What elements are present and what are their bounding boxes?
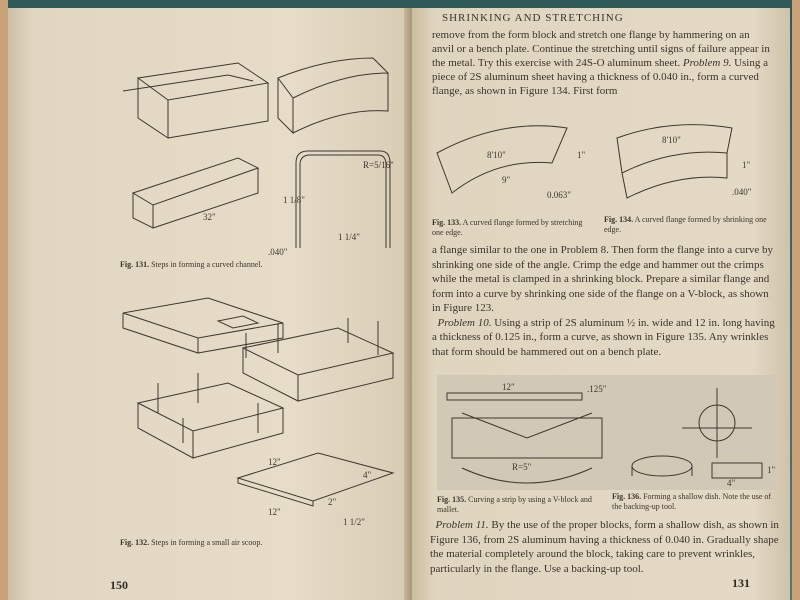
fig132-dim: 12" [268,457,281,467]
fig133-dim: 8'10" [487,150,506,160]
page-number-left: 150 [110,578,128,592]
fig134-caption: Fig. 134. A curved flange formed by shri… [604,215,767,234]
fig131-drawing: 32" 1 1/8" R=5/16" .040" 1 1/4" [122,57,394,257]
fig132-caption: Fig. 132. Steps in forming a small air s… [120,538,263,547]
fig132-dim: 1 1/2" [343,517,365,527]
fig131-dim: R=5/16" [363,160,394,170]
fig134-dim: .040" [732,187,752,197]
fig133-dim: 9" [502,175,511,185]
fig135-dim: R=5" [512,462,532,472]
right-page-edges [792,0,800,600]
fig131-dim: 1 1/4" [338,232,360,242]
fig135-caption: Fig. 135. Curving a strip by using a V-b… [437,495,592,514]
fig135-dim: .125" [587,384,607,394]
fig133-134-drawings: 8'10" 9" 1" 0.063" 8'10" 1" .040" [436,124,752,200]
fig132-dim: 2" [328,497,337,507]
fig136-dim: 1" [767,465,776,475]
fig134-dim: 1" [742,160,751,170]
fig131-caption: Fig. 131. Steps in forming a curved chan… [120,260,263,269]
fig135-136-drawings: 12" .125" R=5" 4" 1" [446,382,776,488]
left-page: 32" 1 1/8" R=5/16" .040" 1 1/4" Fig. 131… [8,8,412,600]
fig132-drawing: 12" 12" 4" 2" 1 1/2" [122,297,395,527]
fig133-dim: 1" [577,150,586,160]
fig136-caption: Fig. 136. Forming a shallow dish. Note t… [612,492,772,511]
fig133-caption: Fig. 133. A curved flange formed by stre… [432,218,583,237]
fig132-dim: 4" [363,470,372,480]
paragraph-2: a flange similar to the one in Problem 8… [432,244,775,358]
left-page-edges [0,0,8,600]
fig134-dim: 8'10" [662,135,681,145]
fig131-dim: .040" [268,247,288,257]
page-number-right: 131 [732,576,750,590]
paragraph-3: Problem 11. By the use of the proper blo… [430,519,779,575]
fig133-dim: 0.063" [547,190,571,200]
fig135-dim: 12" [502,382,515,392]
fig132-dim: 12" [268,507,281,517]
right-page: SHRINKING AND STRETCHING remove from the… [412,8,790,600]
paragraph-1: remove from the form block and stretch o… [432,29,770,97]
fig131-dim: 32" [203,212,216,222]
fig131-dim: 1 1/8" [283,195,305,205]
running-head: SHRINKING AND STRETCHING [442,12,624,24]
fig136-dim: 4" [727,478,736,488]
fig135-136-photo [437,375,777,490]
